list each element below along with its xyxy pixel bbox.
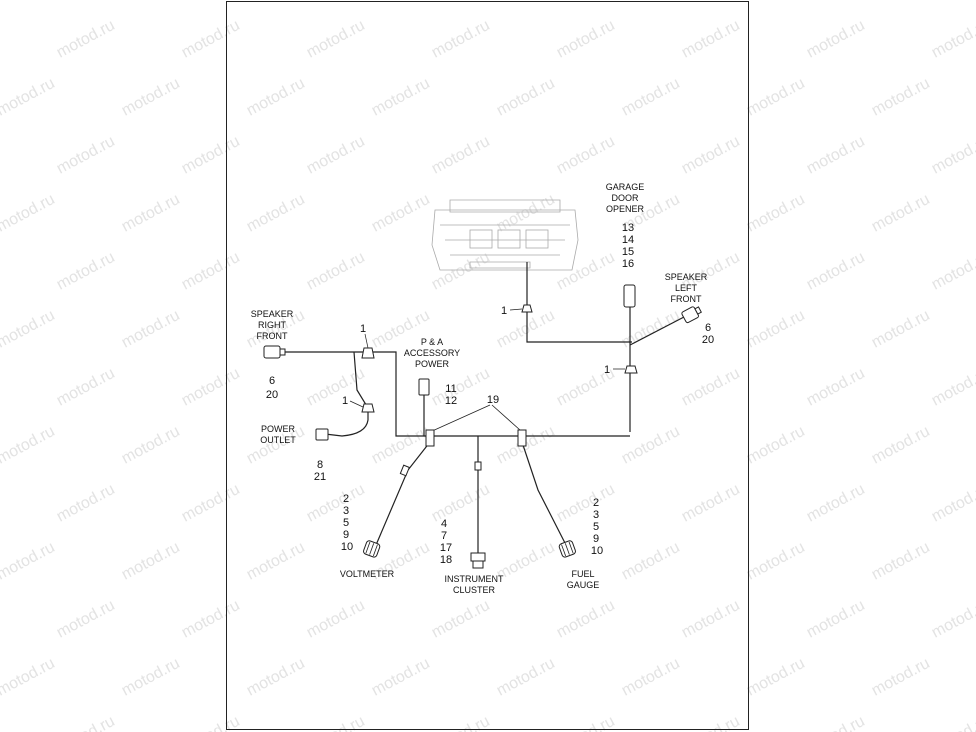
power-outlet-connector <box>315 428 329 441</box>
cable-clip-right <box>624 365 638 374</box>
pa-accessory-power-connector <box>418 378 430 396</box>
voltmeter-callout-2: 3 <box>343 505 349 517</box>
power-outlet-label-2: OUTLET <box>260 435 296 445</box>
diagram-frame <box>226 1 749 730</box>
harness-wires <box>282 262 685 553</box>
clip-top-callout: 1 <box>501 305 507 317</box>
clip-right-callout: 1 <box>604 364 610 376</box>
fuel-gauge-connector <box>558 540 576 558</box>
voltmeter-label: VOLTMETER <box>340 569 395 579</box>
voltmeter-callout-1: 2 <box>343 493 349 505</box>
instrument-cluster-callout-3: 17 <box>440 542 452 554</box>
cluster-branch-tag <box>474 461 482 471</box>
garage-door-opener-label-1: GARAGE <box>606 182 645 192</box>
speaker-left-front-label-2: LEFT <box>675 283 698 293</box>
fuel-gauge-callout-1: 2 <box>593 497 599 509</box>
pa-accessory-power-label-3: POWER <box>415 359 450 369</box>
cable-clip-top <box>521 304 533 313</box>
clip-power-outlet-callout: 1 <box>342 395 348 407</box>
voltmeter-callout-4: 9 <box>343 529 349 541</box>
speaker-right-front-connector <box>263 345 286 359</box>
garage-door-opener-label-3: OPENER <box>606 204 645 214</box>
dashboard-outline <box>431 199 579 271</box>
voltmeter-branch-sleeve <box>399 464 410 477</box>
junction-tie-right <box>517 429 527 447</box>
garage-door-opener-callout-2: 14 <box>622 234 634 246</box>
fuel-gauge-label-2: GAUGE <box>567 580 600 590</box>
clip-right-front-callout: 1 <box>360 323 366 335</box>
fuel-gauge-callout-3: 5 <box>593 521 599 533</box>
branch-callout: 19 <box>487 394 499 406</box>
instrument-cluster-callout-2: 7 <box>441 530 447 542</box>
instrument-cluster-connector <box>470 552 486 569</box>
speaker-left-front-callout-1: 6 <box>705 322 711 334</box>
garage-door-opener-callout-1: 13 <box>622 222 634 234</box>
pa-accessory-power-label-1: P & A <box>421 337 443 347</box>
power-outlet-callout-2: 21 <box>314 471 326 483</box>
speaker-right-front-label-1: SPEAKER <box>251 309 294 319</box>
labels: GARAGE DOOR OPENER SPEAKER LEFT FRONT SP… <box>251 182 708 595</box>
voltmeter-callout-3: 5 <box>343 517 349 529</box>
voltmeter-connector <box>363 540 381 558</box>
speaker-left-front-label-3: FRONT <box>671 294 702 304</box>
speaker-left-front-connector <box>681 306 702 324</box>
fuel-gauge-label-1: FUEL <box>571 569 594 579</box>
pa-accessory-power-callout-1: 11 <box>445 383 456 395</box>
fuel-gauge-callout-5: 10 <box>591 545 603 557</box>
speaker-left-front-callout-2: 20 <box>702 334 714 346</box>
power-outlet-callout-1: 8 <box>317 459 323 471</box>
speaker-right-front-callout-2: 20 <box>266 389 278 401</box>
callouts: 13 14 15 16 6 20 6 20 11 12 8 21 2 3 5 9… <box>266 222 714 566</box>
instrument-cluster-callout-1: 4 <box>441 518 447 530</box>
cable-clip-outlet <box>361 403 375 413</box>
instrument-cluster-callout-4: 18 <box>440 554 452 566</box>
garage-door-opener-callout-4: 16 <box>622 258 634 270</box>
garage-door-opener-label-2: DOOR <box>612 193 640 203</box>
speaker-right-front-callout-1: 6 <box>269 375 275 387</box>
cable-clip-speaker-right <box>361 347 375 359</box>
voltmeter-callout-5: 10 <box>341 541 353 553</box>
speaker-right-front-label-2: RIGHT <box>258 320 287 330</box>
junction-tie-left <box>425 429 435 447</box>
garage-door-opener-connector <box>623 284 636 308</box>
pa-accessory-power-label-2: ACCESSORY <box>404 348 460 358</box>
fuel-gauge-callout-4: 9 <box>593 533 599 545</box>
power-outlet-label-1: POWER <box>261 424 296 434</box>
speaker-left-front-label-1: SPEAKER <box>665 272 708 282</box>
instrument-cluster-label-1: INSTRUMENT <box>445 574 504 584</box>
speaker-right-front-label-3: FRONT <box>257 331 288 341</box>
components <box>263 284 702 569</box>
garage-door-opener-callout-3: 15 <box>622 246 634 258</box>
fuel-gauge-callout-2: 3 <box>593 509 599 521</box>
pa-accessory-power-callout-2: 12 <box>445 395 457 407</box>
instrument-cluster-label-2: CLUSTER <box>453 585 496 595</box>
